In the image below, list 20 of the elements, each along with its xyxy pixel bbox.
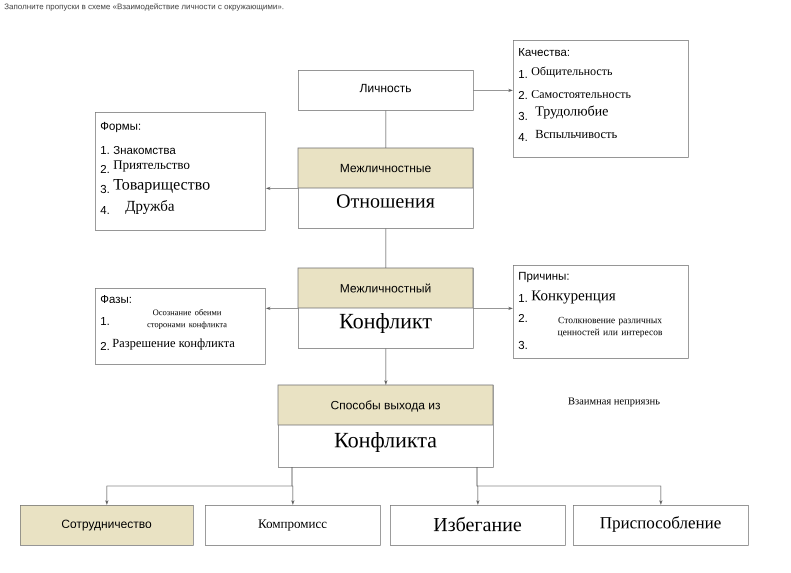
node-label: 2. xyxy=(518,314,527,322)
list-box: Фазы: 1. Осознание обеими сторонами конфликта 2. Разрешение конфликта xyxy=(95,288,266,365)
process-box: Избегание xyxy=(390,505,566,546)
title: Заполните пропуски в схеме «Взаимодействие личности с окружающими». xyxy=(4,3,284,11)
list-box: Формы: 1. Знакомства 2. Приятельство 3. Товарищество 4. Дружба xyxy=(95,112,266,231)
node-label: Столкновение различных ценностей или интересов xyxy=(558,316,662,338)
concept-box: Межличностные Отношения xyxy=(298,148,474,229)
list-box: Качества: 1. Общительность 2. Самостоятельность 3. Трудолюбие 4. Вспыльчивость xyxy=(513,40,689,158)
process-box: Сотрудничество xyxy=(20,505,194,546)
process-box: Приспособление xyxy=(573,505,749,546)
concept-box: Межличностный Конфликт xyxy=(298,268,474,349)
node-label: Конкуренция xyxy=(532,290,616,304)
process-box: Компромисс xyxy=(205,505,381,546)
node-label: Причины: xyxy=(519,272,568,282)
process-box: Личность xyxy=(298,70,474,111)
answer-text: Взаимная неприязнь xyxy=(568,397,660,407)
list-box: Причины: 1. Конкуренция 2. Столкновение различных ценностей или интересов 3. xyxy=(513,265,689,359)
node-label: 1. xyxy=(519,294,527,302)
node-label: 3. xyxy=(518,340,527,350)
concept-box: Способы выхода из Конфликта xyxy=(278,384,494,468)
